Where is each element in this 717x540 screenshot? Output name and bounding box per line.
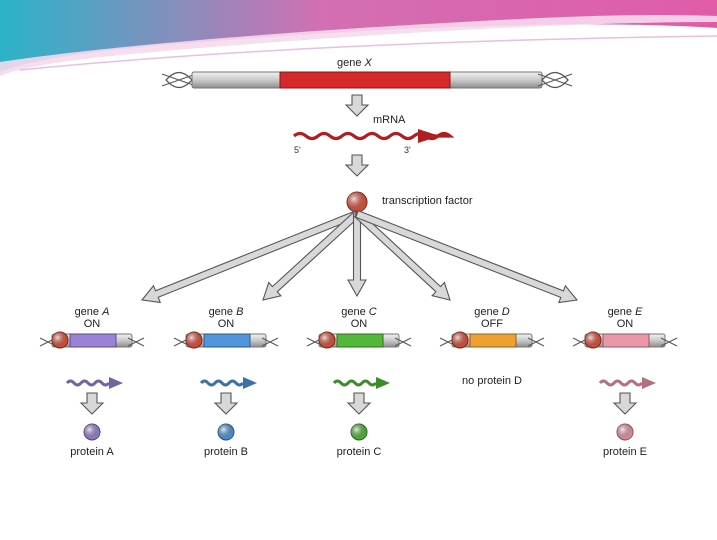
mrna-arrowhead-icon [376,377,390,389]
fan-arrow [140,210,360,304]
fan-arrow [262,210,361,301]
decorative-banner [0,0,717,77]
chromosome [173,331,279,349]
mrna-strand [292,129,455,143]
mrna-squiggle [199,379,245,387]
gene-a-column: gene AON protein A [39,306,145,458]
gene-segment [602,333,650,348]
gene-b-column: gene BON protein B [173,306,279,458]
fan-arrow [347,213,367,298]
gene-segment [203,333,251,348]
fan-arrow [354,209,579,304]
gene-state-label: ON [617,318,634,330]
gene-label: gene E [608,306,644,318]
no-protein-label: no protein D [462,375,522,387]
protein-label: protein C [337,446,382,458]
transcription-factor-icon [346,191,368,213]
mrna-arrowhead-icon [642,377,656,389]
fan-out-arrows [140,209,579,304]
gene-c-column: gene CON protein C [306,306,412,458]
gene-state-label: ON [218,318,235,330]
arrow-down-icon [214,392,238,415]
gene-label: gene A [75,306,110,318]
arrow-down-icon [80,392,104,415]
chromosome [39,331,145,349]
mrna-five-prime: 5' [294,145,301,155]
fan-arrow [353,210,451,301]
mrna-squiggle [332,379,378,387]
mrna-squiggle [598,379,644,387]
gene-segment [69,333,117,348]
arrow-down-icon [345,94,369,117]
gene-label: gene D [474,306,510,318]
gene-segment [336,333,384,348]
transcription-factor-label: transcription factor [382,195,473,207]
gene-segment [469,333,517,348]
gene-label: gene C [341,306,377,318]
gene-state-label: OFF [481,318,503,330]
arrow-down-icon [613,392,637,415]
mrna-squiggle [65,379,111,387]
mrna-label: mRNA [373,114,406,126]
gene-state-label: ON [84,318,101,330]
mrna-arrowhead-icon [243,377,257,389]
protein-label: protein E [603,446,647,458]
protein-label: protein A [70,446,114,458]
gene-label: gene B [209,306,244,318]
gene-e-column: gene EON protein E [572,306,678,458]
gene-state-label: ON [351,318,368,330]
chromosome [439,331,545,349]
arrow-down-icon [347,392,371,415]
protein-label: protein B [204,446,248,458]
gene-x-chromosome [161,71,573,89]
mrna-three-prime: 3' [404,145,411,155]
chromosome [572,331,678,349]
chromosome [306,331,412,349]
gene-x-segment [279,71,451,89]
mrna-arrowhead-icon [109,377,123,389]
arrow-down-icon [345,154,369,177]
gene-x-label: gene X [337,57,373,69]
